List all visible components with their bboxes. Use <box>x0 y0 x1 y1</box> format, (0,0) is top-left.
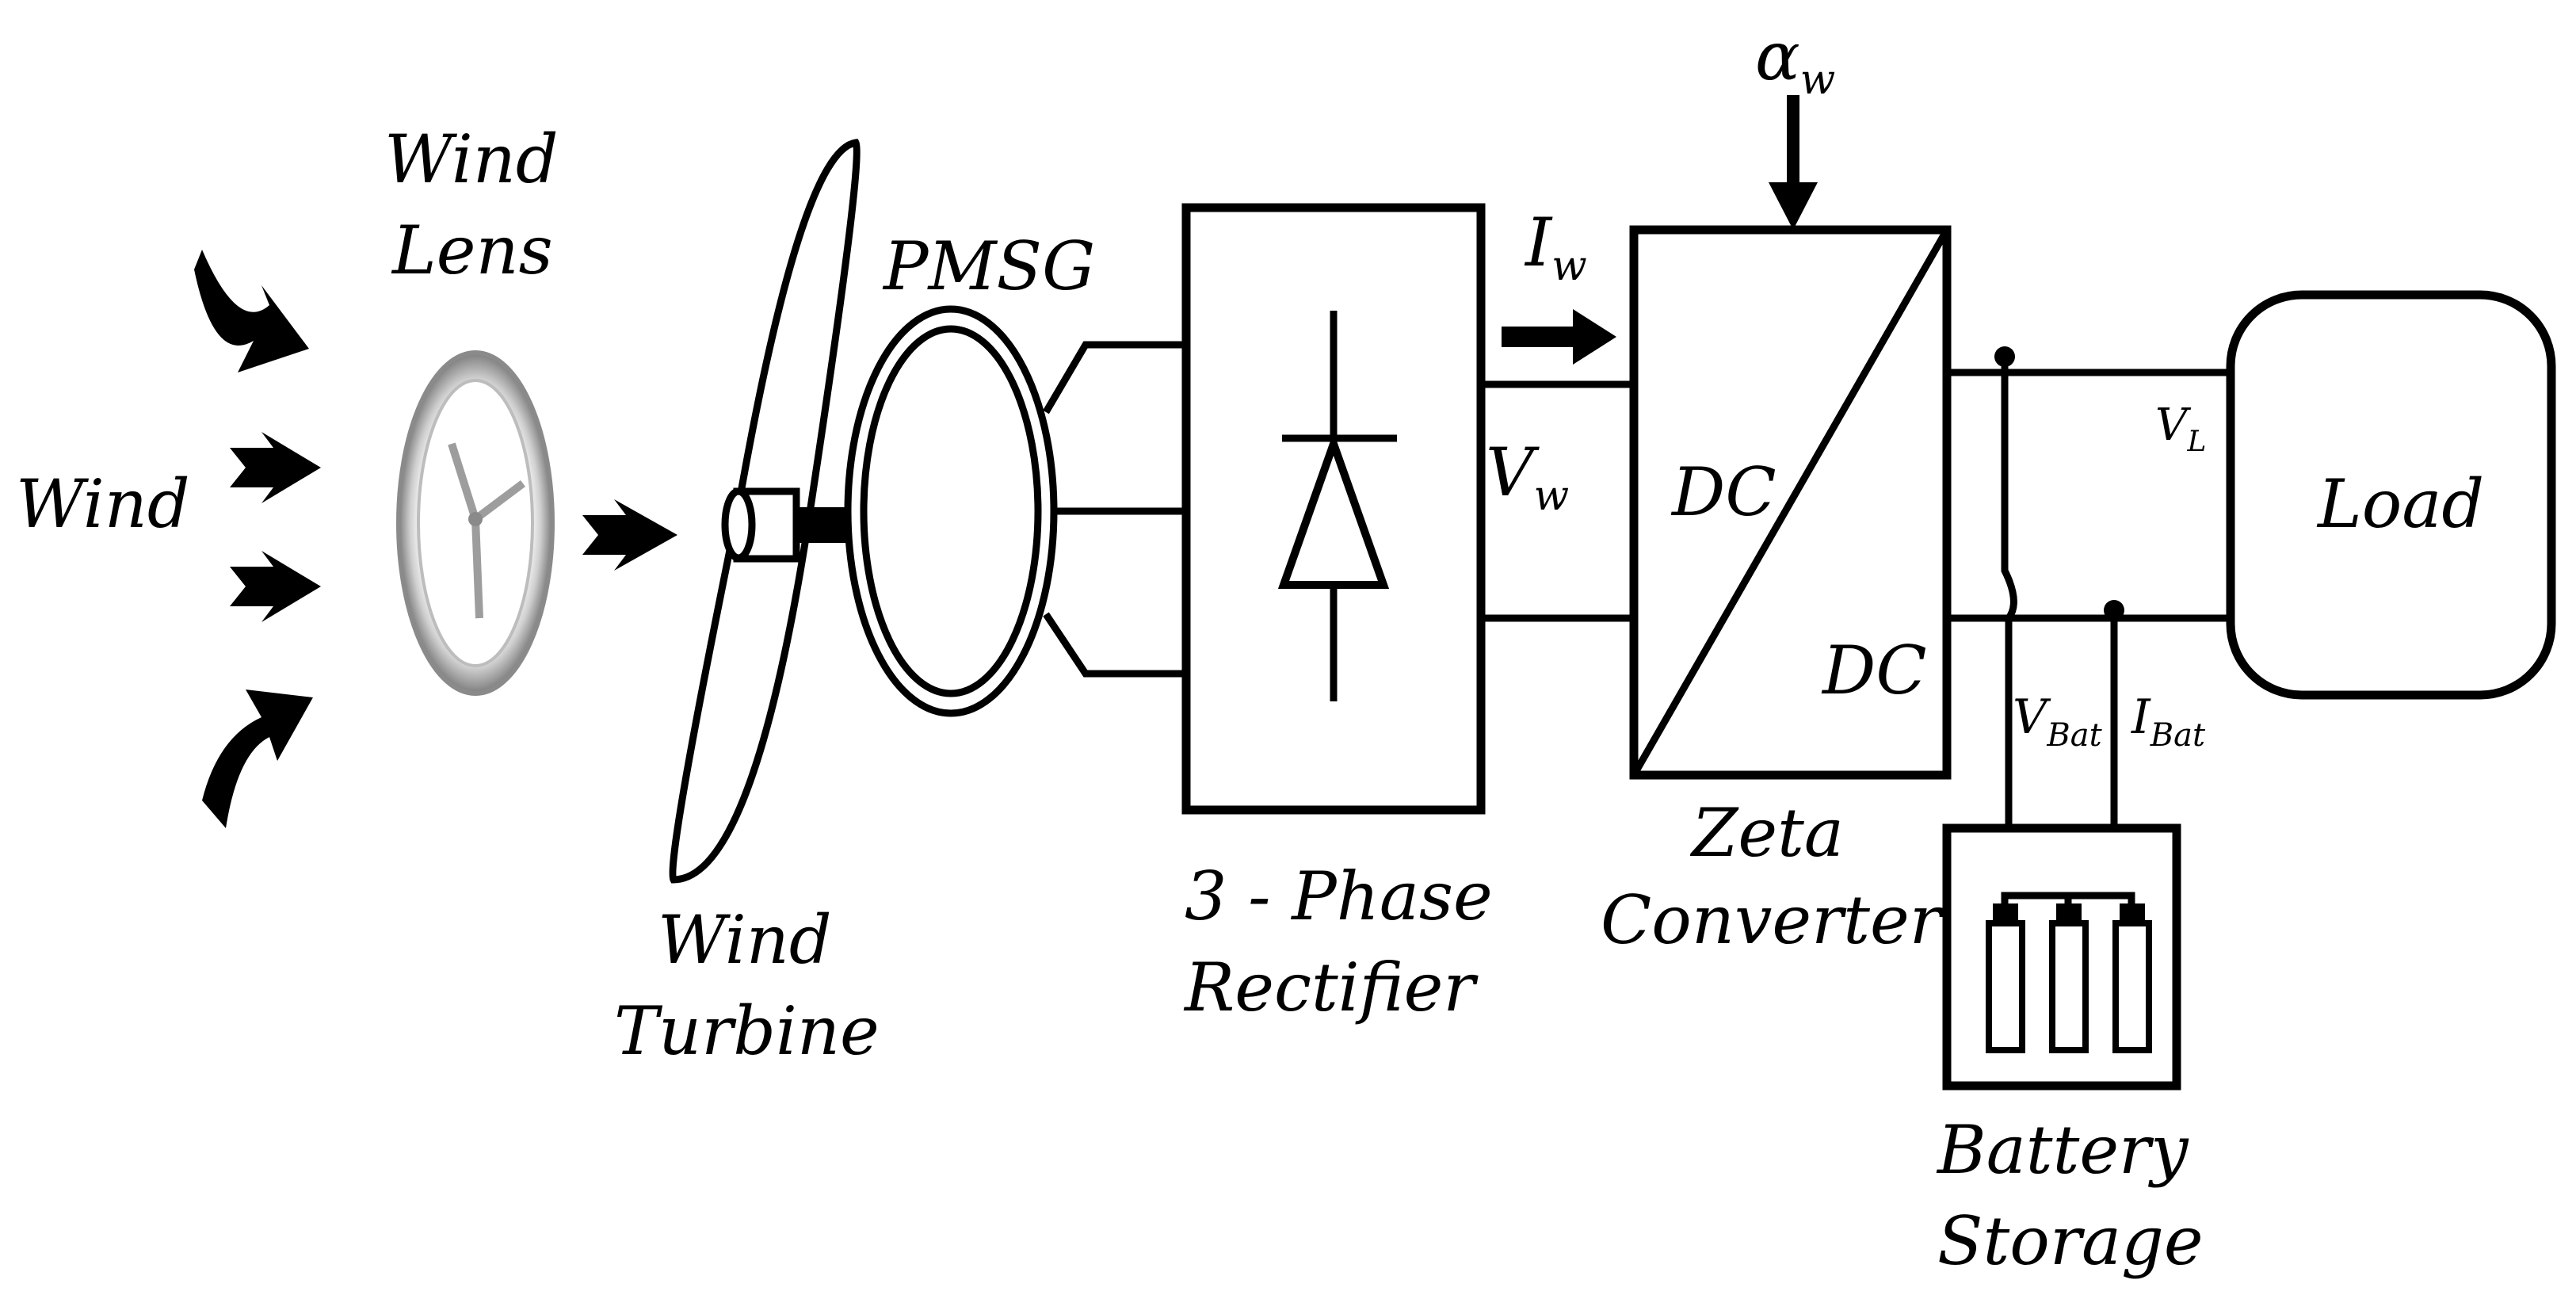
wind-arrow-icon <box>230 551 321 622</box>
wind-turbine-label-line2: Turbine <box>614 992 880 1070</box>
dc-output-label: DC <box>1821 632 1927 709</box>
current-arrow-icon <box>1502 309 1616 365</box>
zeta-label-line1: Zeta <box>1689 794 1844 872</box>
wind-label: Wind <box>16 465 190 543</box>
pmsg-label: PMSG <box>882 227 1095 305</box>
load-box <box>2226 290 2556 700</box>
battery-cell-icon <box>1986 892 2152 1053</box>
alpha-label: αw <box>1755 17 1835 104</box>
vl-label: VL <box>2155 399 2206 458</box>
turbine-blade-icon <box>669 139 864 884</box>
zeta-label-line2: Converter <box>1601 881 1945 959</box>
wind-arrow-icon <box>194 250 309 372</box>
vw-label: Vw <box>1486 434 1569 520</box>
wind-arrow-icon <box>230 432 321 503</box>
diode-icon <box>1277 311 1397 701</box>
load-label: Load <box>2316 465 2484 543</box>
wind-turbine-label-line1: Wind <box>658 901 832 979</box>
battery-label-line1: Battery <box>1936 1111 2189 1189</box>
duty-cycle-arrow <box>1769 95 1818 230</box>
vbat-label: VBat <box>2013 690 2103 754</box>
wind-arrows <box>194 250 321 828</box>
wind-lens-label-line2: Lens <box>391 212 553 289</box>
converter-diagonal <box>1631 227 1950 777</box>
pmsg-generator <box>844 305 1058 717</box>
battery-label-line2: Storage <box>1937 1202 2204 1280</box>
wind-arrow-icon <box>582 499 677 571</box>
wind-lens-icon <box>396 350 555 696</box>
battery-connection <box>1994 346 2124 828</box>
three-phase-wires <box>1043 341 1186 678</box>
ibat-label: IBat <box>2131 690 2206 754</box>
dc-input-label: DC <box>1670 453 1776 531</box>
wind-arrow-icon <box>202 690 313 828</box>
iw-label: Iw <box>1524 204 1587 290</box>
rectifier-label-line1: 3 - Phase <box>1185 858 1493 935</box>
wind-lens-label-line1: Wind <box>384 120 559 198</box>
rectifier-label-line2: Rectifier <box>1183 949 1479 1026</box>
